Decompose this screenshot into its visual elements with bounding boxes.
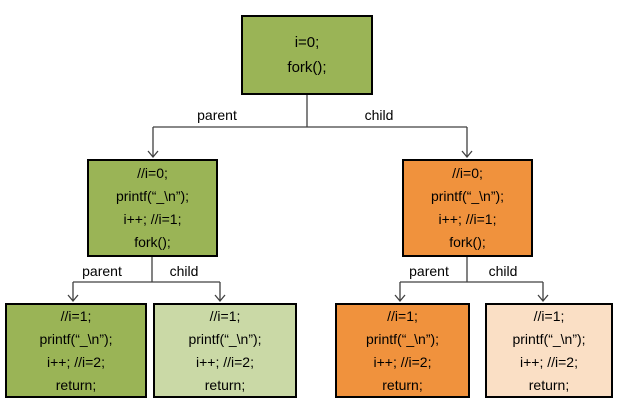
edge-label-child: child: [169, 263, 199, 279]
code-line: i++; //i=2;: [196, 353, 254, 370]
code-line: //i=1;: [387, 307, 418, 324]
edge-label-parent: parent: [82, 263, 122, 279]
code-line: fork();: [449, 234, 486, 250]
node-root: i=0; fork();: [241, 15, 373, 95]
code-line: fork();: [287, 59, 327, 76]
code-line: i++; //i=2;: [47, 353, 105, 370]
edge-label-parent: parent: [197, 107, 237, 123]
node-child-child: //i=1; printf(“_\n”); i++; //i=2; return…: [485, 303, 613, 398]
code-line: printf(“_\n”);: [188, 330, 262, 347]
node-child: //i=0; printf(“_\n”); i++; //i=1; fork()…: [402, 159, 533, 257]
code-line: i=0;: [294, 34, 320, 51]
code-line: //i=1;: [533, 307, 565, 324]
edge-label-child: child: [488, 263, 518, 279]
code-line: printf(“_\n”);: [365, 330, 440, 347]
node-parent-parent: //i=1; printf(“_\n”); i++; //i=2; return…: [5, 303, 147, 398]
code-line: fork();: [134, 234, 171, 250]
code-line: i++; //i=1;: [438, 211, 497, 227]
code-line: printf(“_\n”);: [430, 188, 505, 204]
code-line: printf(“_\n”);: [115, 188, 190, 204]
code-line: printf(“_\n”);: [39, 330, 113, 347]
code-line: //i=1;: [209, 307, 241, 324]
code-line: printf(“_\n”);: [512, 330, 586, 347]
code-line: //i=0;: [452, 165, 483, 181]
edge-label-child: child: [364, 107, 394, 123]
code-line: //i=0;: [137, 165, 168, 181]
code-line: return;: [382, 376, 423, 393]
code-line: i++; //i=2;: [520, 353, 578, 370]
code-line: return;: [528, 376, 570, 393]
node-parent: //i=0; printf(“_\n”); i++; //i=1; fork()…: [87, 159, 218, 257]
node-parent-child: //i=1; printf(“_\n”); i++; //i=2; return…: [153, 303, 297, 398]
node-child-parent: //i=1; printf(“_\n”); i++; //i=2; return…: [335, 303, 470, 398]
code-line: i++; //i=1;: [123, 211, 182, 227]
code-line: i++; //i=2;: [373, 353, 432, 370]
code-line: //i=1;: [60, 307, 92, 324]
code-line: return;: [55, 376, 97, 393]
code-line: return;: [204, 376, 246, 393]
edge-label-parent: parent: [409, 263, 449, 279]
